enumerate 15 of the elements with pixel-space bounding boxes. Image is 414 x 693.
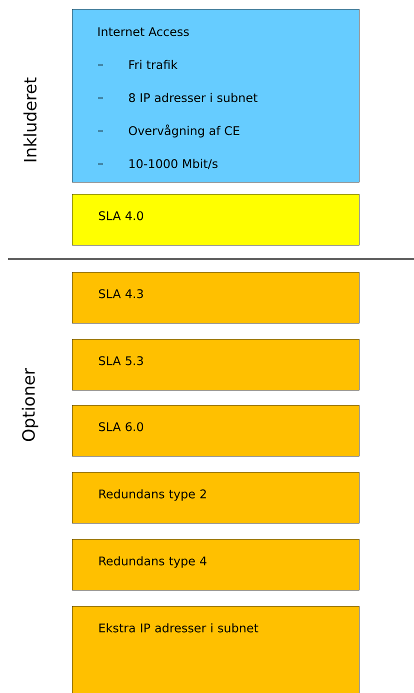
section-label: Inkluderet — [23, 78, 37, 162]
option-box: SLA 4.0 — [72, 194, 360, 246]
option-box: Redundans type 4 — [72, 539, 360, 590]
info-box — [72, 9, 360, 182]
section-label: Optioner — [22, 368, 38, 441]
list-item: 8 IP adresser i subnet — [129, 92, 258, 102]
option-box: SLA 5.3 — [72, 339, 360, 390]
option-box: SLA 4.3 — [72, 272, 360, 324]
list-item: Overvågning af CE — [128, 124, 240, 138]
option-box: Redundans type 2 — [72, 472, 360, 524]
option-box: SLA 6.0 — [72, 405, 360, 456]
list-item: Fri trafik — [129, 60, 178, 70]
option-box: Ekstra IP adresser i subnet — [72, 606, 360, 693]
heading: Internet Access — [98, 27, 189, 36]
list-item: 10-1000 Mbit/s — [130, 158, 218, 170]
